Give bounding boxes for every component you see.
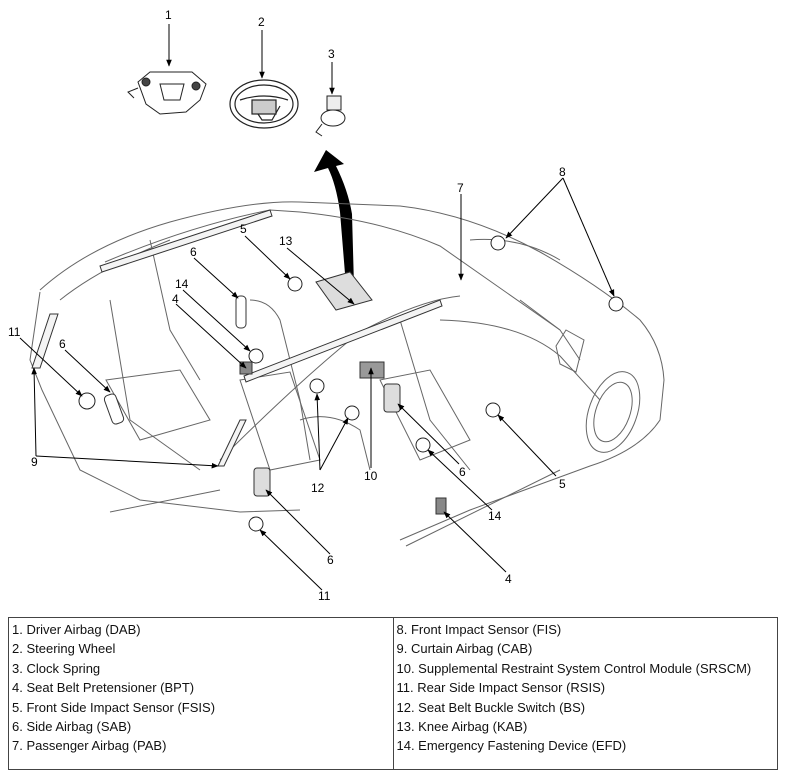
legend-item: 2. Steering Wheel: [12, 641, 116, 657]
component-shapes: [103, 271, 447, 515]
legend-item: 13. Knee Airbag (KAB): [396, 719, 528, 735]
callout-10: 10: [364, 469, 378, 483]
sensor-circles: [78, 235, 624, 532]
legend-item: 14. Emergency Fastening Device (EFD): [396, 738, 627, 754]
callout-4-top: 4: [172, 292, 179, 306]
callout-6-top: 6: [190, 245, 197, 259]
vehicle-outline-drawing: [29, 201, 665, 547]
callout-5-right: 5: [559, 477, 566, 491]
steering-wheel-drawing: [229, 79, 299, 129]
callout-6-left: 6: [59, 337, 66, 351]
callout-9: 9: [31, 455, 38, 469]
leader-lines: [19, 24, 615, 591]
airbag-component-location-diagram: 1 2 3 8 7 5 13 6 14 4 11 6 9 12 10 6 5 1…: [8, 8, 665, 603]
legend-item: 4. Seat Belt Pretensioner (BPT): [12, 680, 195, 696]
legend-item: 5. Front Side Impact Sensor (FSIS): [12, 699, 216, 715]
callout-3: 3: [328, 47, 335, 61]
callout-14-top: 14: [175, 277, 189, 291]
callout-11-bottom: 11: [318, 589, 331, 603]
callout-1: 1: [165, 8, 172, 22]
legend-item: 11. Rear Side Impact Sensor (RSIS): [396, 680, 606, 696]
callout-4-bottom: 4: [505, 572, 512, 586]
curtain-airbag-rails: [31, 209, 443, 467]
legend-item: 6. Side Airbag (SAB): [12, 719, 132, 735]
legend-item: 9. Curtain Airbag (CAB): [396, 641, 533, 657]
callout-2: 2: [258, 15, 265, 29]
legend-item: 10. Supplemental Restraint System Contro…: [396, 660, 752, 676]
callout-labels: 1 2 3 8 7 5 13 6 14 4 11 6 9 12 10 6 5 1…: [8, 8, 566, 603]
legend-item: 7. Passenger Airbag (PAB): [12, 738, 167, 754]
driver-airbag-module-drawing: [127, 71, 207, 115]
callout-6-right: 6: [459, 465, 466, 479]
callout-5-top: 5: [240, 222, 247, 236]
callout-7: 7: [457, 181, 464, 195]
callout-11-top: 11: [8, 325, 21, 339]
callout-6-bottom: 6: [327, 553, 334, 567]
legend-item: 1. Driver Airbag (DAB): [12, 622, 141, 637]
callout-12: 12: [311, 481, 325, 495]
legend-column-right: 8. Front Impact Sensor (FIS) 9. Curtain …: [392, 618, 778, 769]
callout-13: 13: [279, 234, 293, 248]
component-legend-table: 1. Driver Airbag (DAB) 2. Steering Wheel…: [8, 617, 778, 770]
legend-item: 3. Clock Spring: [12, 660, 101, 676]
callout-8: 8: [559, 165, 566, 179]
legend-column-left: 1. Driver Airbag (DAB) 2. Steering Wheel…: [9, 618, 393, 769]
legend-item: 8. Front Impact Sensor (FIS): [396, 622, 562, 637]
legend-item: 12. Seat Belt Buckle Switch (BS): [396, 699, 586, 715]
callout-14-bottom: 14: [488, 509, 502, 523]
big-curved-arrow: [314, 150, 354, 286]
clock-spring-drawing: [315, 95, 346, 137]
